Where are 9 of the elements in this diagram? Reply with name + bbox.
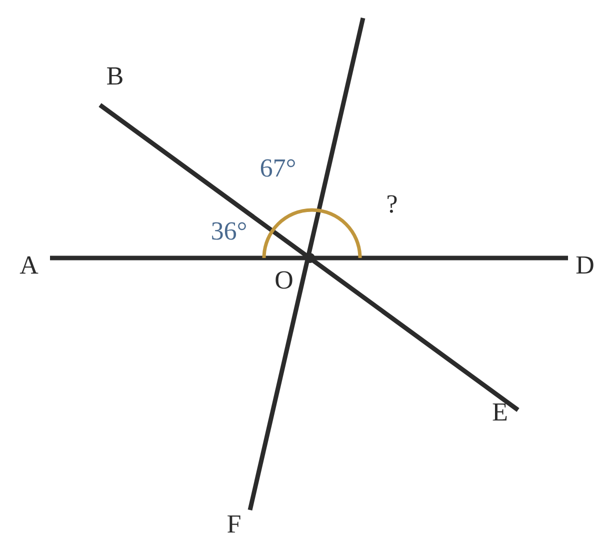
angle-label: 67° <box>260 159 295 177</box>
point-label: O <box>276 271 292 289</box>
unknown-angle-label: ? <box>388 195 397 213</box>
point-label: A <box>20 256 38 274</box>
point-label: D <box>576 256 594 274</box>
point-label: E <box>492 403 507 420</box>
point-label: B <box>107 67 122 85</box>
point-label: F <box>228 515 240 532</box>
angle-label: 36° <box>212 222 246 240</box>
